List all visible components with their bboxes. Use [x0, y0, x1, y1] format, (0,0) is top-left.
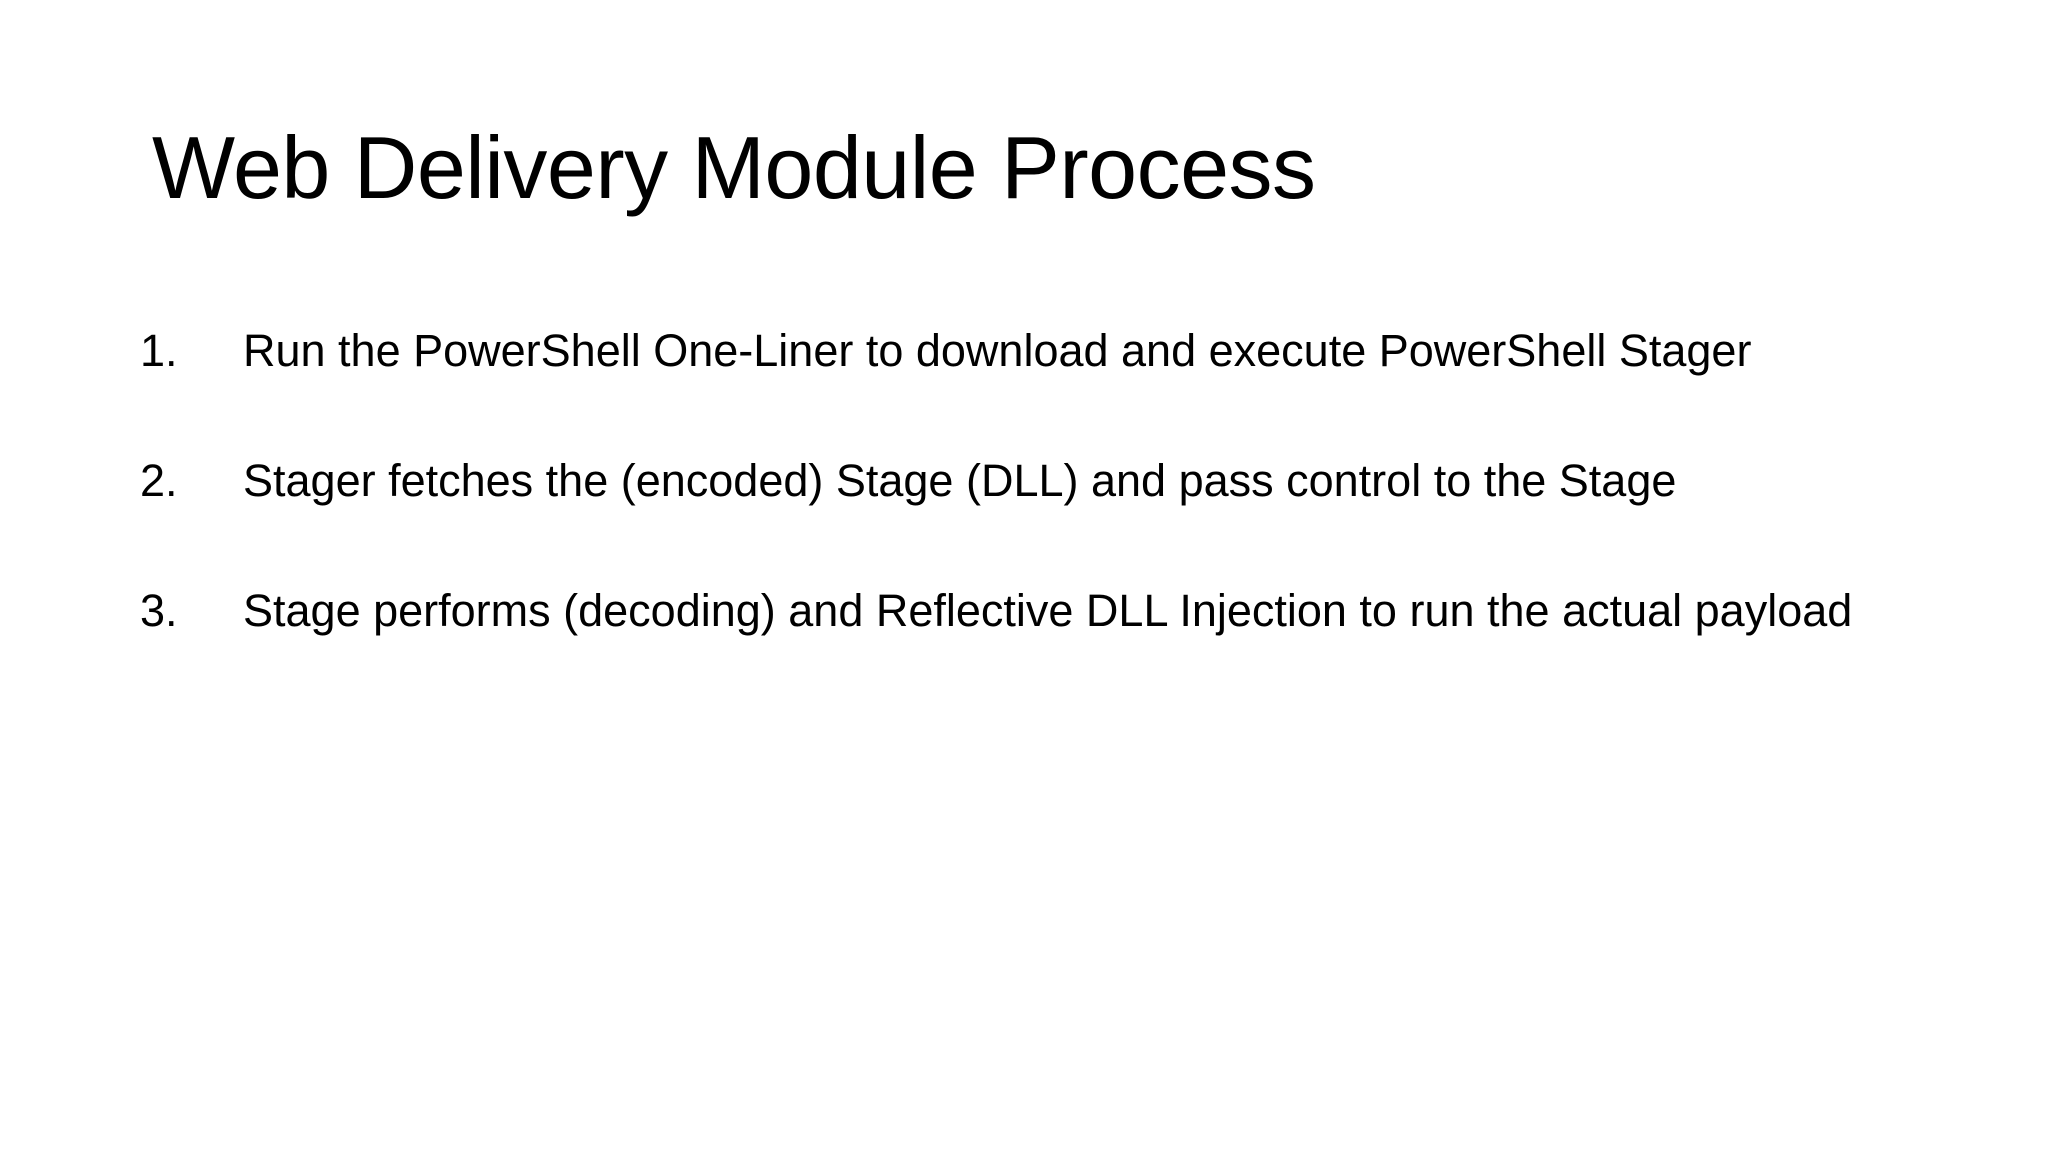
numbered-list: 1. Run the PowerShell One-Liner to downl…	[140, 318, 1940, 643]
list-item-text: Stager fetches the (encoded) Stage (DLL)…	[243, 455, 1677, 506]
list-item: 3. Stage performs (decoding) and Reflect…	[140, 578, 1940, 643]
list-item-marker: 1.	[140, 325, 178, 376]
list-item-marker: 3.	[140, 585, 178, 636]
list-item-text: Run the PowerShell One-Liner to download…	[243, 325, 1752, 376]
list-item-text: Stage performs (decoding) and Reflective…	[243, 585, 1853, 636]
page-title: Web Delivery Module Process	[152, 118, 1316, 217]
list-item: 2. Stager fetches the (encoded) Stage (D…	[140, 448, 1940, 513]
list-item-marker: 2.	[140, 455, 178, 506]
list-item: 1. Run the PowerShell One-Liner to downl…	[140, 318, 1940, 383]
